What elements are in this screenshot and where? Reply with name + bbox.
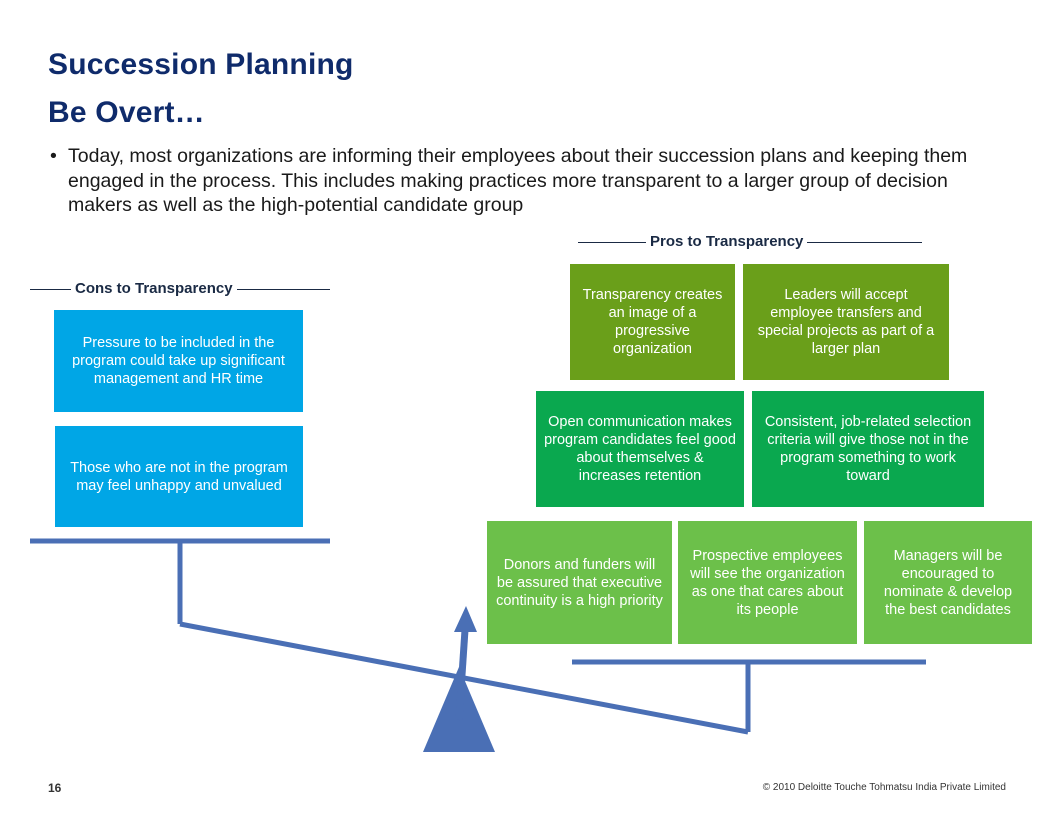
bullet-text: Today, most organizations are informing … xyxy=(68,145,968,216)
pros-item-2: Leaders will accept employee transfers a… xyxy=(743,264,949,380)
copyright-notice: © 2010 Deloitte Touche Tohmatsu India Pr… xyxy=(762,782,1006,793)
pros-item-1: Transparency creates an image of a progr… xyxy=(570,264,735,380)
pros-item-5: Donors and funders will be assured that … xyxy=(487,521,672,644)
cons-label: Cons to Transparency xyxy=(71,280,237,297)
bullet-paragraph: • Today, most organizations are informin… xyxy=(50,144,1010,218)
pros-item-3: Open communication makes program candida… xyxy=(536,391,744,507)
pros-item-7: Managers will be encouraged to nominate … xyxy=(864,521,1032,644)
cons-item-1: Pressure to be included in the program c… xyxy=(54,310,303,412)
tilt-arrow-head xyxy=(454,606,477,632)
page-number: 16 xyxy=(48,781,62,795)
cons-item-2: Those who are not in the program may fee… xyxy=(55,426,303,527)
pros-label: Pros to Transparency xyxy=(646,233,808,250)
bullet-marker: • xyxy=(50,145,57,167)
pros-item-6: Prospective employees will see the organ… xyxy=(678,521,857,644)
pros-item-4: Consistent, job-related selection criter… xyxy=(752,391,984,507)
tilt-arrow-shaft xyxy=(455,629,469,721)
page-title: Succession Planning xyxy=(48,48,354,81)
page-subtitle: Be Overt… xyxy=(48,96,205,129)
